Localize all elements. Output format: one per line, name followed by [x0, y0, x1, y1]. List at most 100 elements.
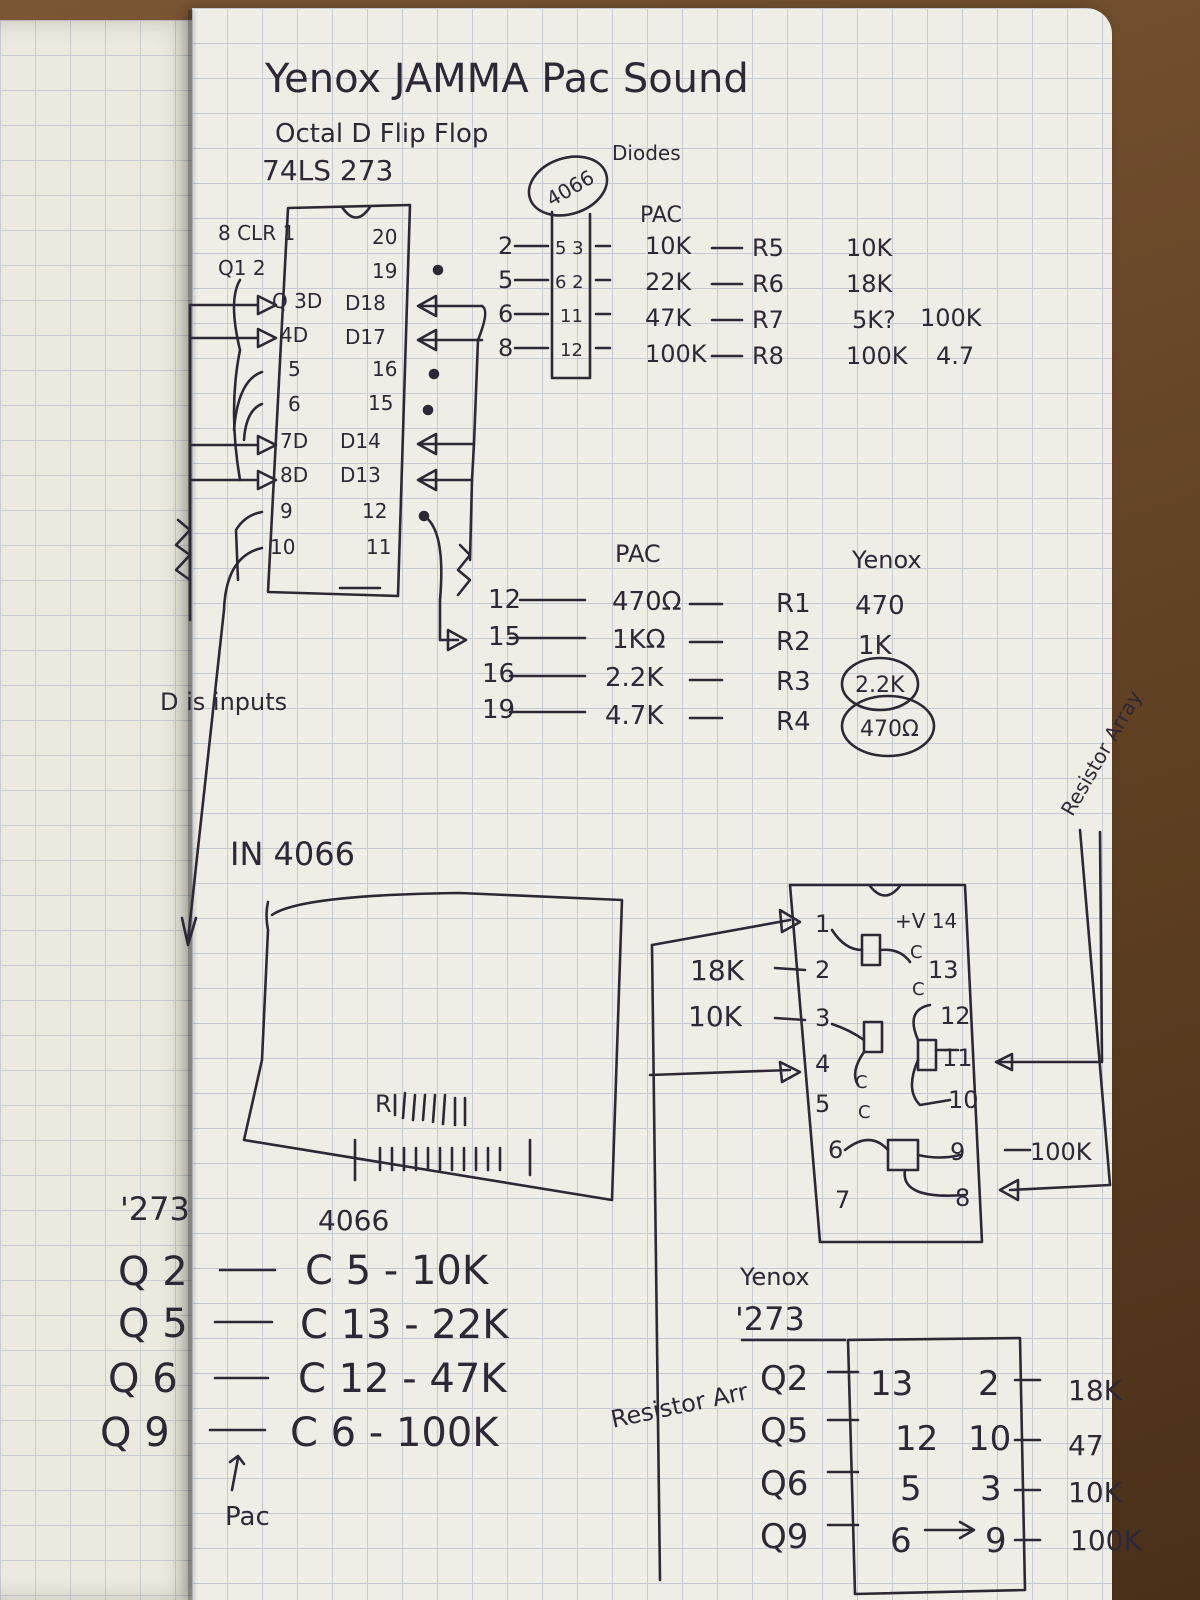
chip-273-part: 74LS 273: [262, 154, 393, 187]
row-pin: 5: [498, 266, 513, 294]
pac-switch-rows: 2 5 3 10K R5 10K 5 6 2 22K R6 18K 6 11 4…: [498, 232, 983, 370]
row-pac-value: 22K: [645, 268, 693, 296]
map-row-c: C 6 - 100K: [290, 1410, 500, 1456]
chip-4066-pin: 13: [928, 956, 959, 984]
chip-273-left-pin: 7D: [280, 429, 308, 453]
yenox-map-header: Yenox: [739, 1263, 810, 1291]
yenox-row-pin-b: 10: [968, 1419, 1011, 1459]
resistor-row-id: R4: [776, 707, 811, 737]
chip-273-left-pin: 9: [280, 499, 293, 523]
map-row-c: C 13 - 22K: [300, 1302, 510, 1348]
yenox-row-resistor: 47: [1068, 1429, 1104, 1462]
chip-273-right-pin: D18: [345, 291, 386, 315]
chip-273-right-pin: 11: [366, 535, 391, 559]
chip-4066-pin: 11: [942, 1044, 973, 1072]
chip-273-left-pin: 8D: [280, 463, 308, 487]
chip-273-left-pin: 4D: [280, 323, 308, 347]
yenox-row-pin-a: 13: [870, 1364, 913, 1404]
chip-273-notch: [340, 205, 372, 219]
yenox-row-q: Q2: [760, 1359, 808, 1399]
chip-273-right-pin: 19: [372, 259, 397, 283]
resistor-row-pac: 2.2K: [605, 663, 664, 693]
resistor-row-id: R2: [776, 627, 811, 657]
chip-273-left-pin: 5: [288, 357, 301, 381]
chip-4066-oval: [527, 155, 609, 217]
pac-switch-dashes: [513, 244, 744, 358]
yenox-row-pin-b: 9: [985, 1521, 1007, 1561]
row-resistor: R5: [752, 234, 784, 262]
resistor-row-pin: 19: [482, 695, 515, 725]
pac-header: PAC: [640, 203, 682, 228]
yenox-row-q: Q5: [760, 1411, 808, 1451]
pac-arrow-note: Pac: [225, 1502, 270, 1532]
row-switch: 11: [560, 306, 583, 327]
chip-273-right-pin: D14: [340, 429, 381, 453]
map-row-q: Q 5: [118, 1301, 188, 1347]
yenox-row-resistor: 18K: [1068, 1374, 1123, 1407]
yenox-row-pin-b: 2: [978, 1364, 1000, 1404]
map-row-q: Q 6: [108, 1356, 178, 1402]
chip-273-left-pin: 8 CLR 1: [218, 221, 295, 245]
resistor-row-yenox: 470Ω: [860, 717, 919, 742]
resistor-table-dashes: [508, 598, 724, 720]
map-row-c: C 12 - 47K: [298, 1356, 508, 1402]
yenox-470-circle: [840, 694, 936, 758]
resistor-row: 16 2.2K R3 2.2K: [482, 659, 905, 698]
res-18k-label: 18K: [690, 954, 745, 987]
map-row-q: Q 2: [118, 1249, 188, 1295]
pac-switch-row: 2 5 3 10K R5 10K: [498, 232, 894, 262]
chip-273-right-pin: 12: [362, 499, 387, 523]
resistor-row-pac: 1KΩ: [612, 625, 665, 655]
map-row: Q 5 C 13 - 22K: [118, 1301, 510, 1348]
yenox-resistor-array-label: Resistor Arr: [608, 1377, 750, 1433]
resistor-row-id: R1: [776, 589, 811, 619]
chip-4066-pin: 1: [815, 910, 830, 938]
chip-273-left-wiring: [174, 278, 278, 947]
board-outline: [242, 891, 624, 1202]
yenox-row-pin-a: 6: [890, 1521, 912, 1561]
chip-4066-pin: 10: [948, 1086, 979, 1114]
resistor-row-pin: 12: [488, 585, 521, 615]
chip-4066-wiring: [648, 828, 1112, 1582]
chip-273-left-pins: 8 CLR 1 Q1 2 Q 3D 4D 5 6 7D 8D 9 10: [218, 221, 322, 559]
chip-4066-pin: 12: [940, 1002, 971, 1030]
chip-4066-pin: 2: [815, 956, 830, 984]
row-yenox-value: 10K: [846, 234, 894, 262]
resistor-row-yenox: 1K: [858, 631, 893, 661]
row-extra: 100K: [920, 304, 983, 332]
row-pac-value: 10K: [645, 232, 693, 260]
res-10k-label: 10K: [688, 1000, 743, 1033]
d-inputs-note: D is inputs: [160, 688, 287, 716]
resistor-table-rows: 12 470Ω R1 470 15 1KΩ R2 1K 16 2.2K R3 2…: [482, 585, 919, 742]
row-yenox-value: 18K: [846, 270, 894, 298]
chip-273-description: Octal D Flip Flop: [275, 119, 488, 149]
yenox-row-pin-a: 12: [895, 1419, 938, 1459]
chip-4066-pin: 6: [828, 1136, 843, 1164]
chip-4066-pin: 8: [955, 1184, 970, 1212]
yenox-row-q: Q6: [760, 1464, 808, 1504]
resistor-row: 12 470Ω R1 470: [488, 585, 905, 621]
chip-273-right-pin: 15: [368, 391, 393, 415]
chip-4066-pin: 7: [835, 1186, 850, 1214]
resistor-table-pac-header: PAC: [615, 540, 661, 568]
control-label: C: [855, 1072, 868, 1093]
yenox-row-pin-a: 5: [900, 1469, 922, 1509]
chip-273-right-wiring: [338, 264, 487, 652]
resistor-row-yenox: 470: [855, 591, 905, 621]
yenox-map-row: Q5 12 10 47: [760, 1411, 1104, 1462]
map-row: Q 6 C 12 - 47K: [108, 1356, 508, 1402]
res-100k-label: 100K: [1030, 1138, 1093, 1166]
map-row-dashes: [208, 1268, 277, 1492]
yenox-map-rows: Q2 13 2 18K Q5 12 10 47 Q6 5 3 10K Q9 6 …: [760, 1359, 1142, 1561]
chip-4066-label: 4066: [542, 165, 598, 211]
chip-273-right-pin: D13: [340, 463, 381, 487]
diodes-label: Diodes: [612, 141, 681, 165]
row-switch: 5 3: [555, 238, 584, 259]
map-header-273: '273: [120, 1190, 190, 1228]
resistor-row: 15 1KΩ R2 1K: [488, 622, 893, 661]
map-row-c: C 5 - 10K: [305, 1248, 490, 1294]
resistor-row: 19 4.7K R4 470Ω: [482, 695, 919, 742]
chip-273-right-pin: D17: [345, 325, 386, 349]
chip-4066-notch: [868, 884, 902, 897]
